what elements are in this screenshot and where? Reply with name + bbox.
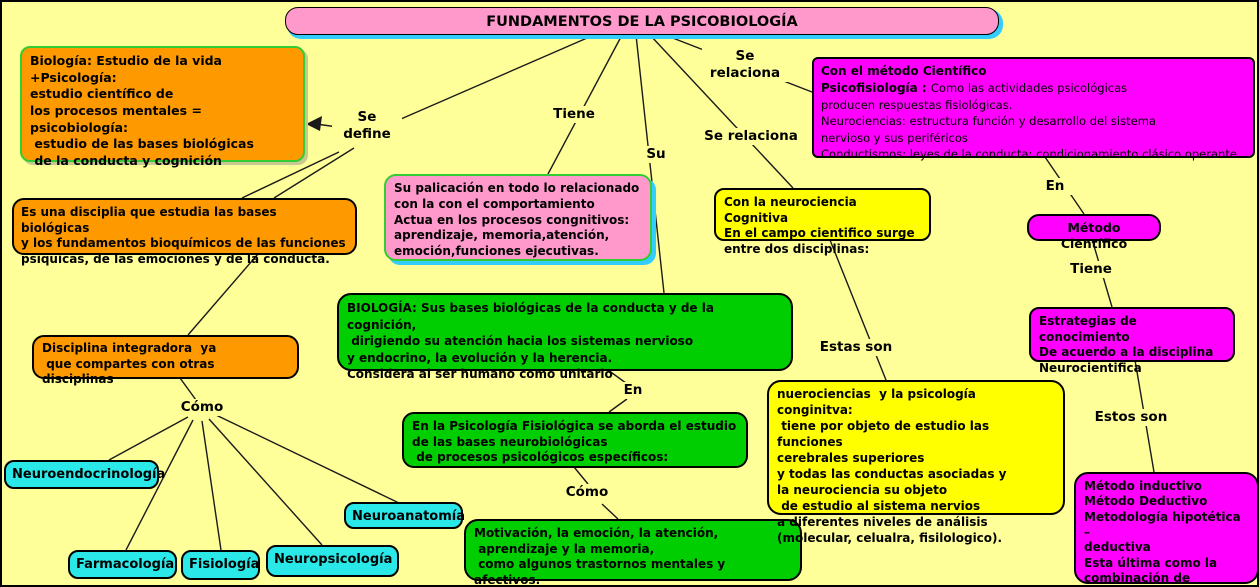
arrowhead-icon: [306, 116, 322, 131]
node-fisiologia[interactable]: Fisiología: [181, 550, 260, 580]
mcinfo-line1: Con el método Científico: [821, 64, 987, 78]
node-estrategias-conocimiento[interactable]: Estrategias de conocimiento De acuerdo a…: [1029, 307, 1235, 375]
link-label-se-relaciona-mid: Se relaciona: [702, 128, 800, 145]
node-neuroendocrinologia[interactable]: Neuroendocrinología: [4, 460, 165, 489]
link-label-se-define: Se define: [332, 109, 402, 143]
node-neurociencia-cognitiva[interactable]: Con la neurociencia Cognitiva En el camp…: [714, 188, 931, 256]
link-label-tiene-top: Tiene: [547, 106, 601, 123]
node-metodo-cientifico[interactable]: Método Científico: [1027, 214, 1161, 251]
link-label-en-right: En: [1038, 178, 1072, 195]
link-label-estos-son: Estos son: [1085, 409, 1177, 426]
node-biologia[interactable]: BIOLOGÍA: Sus bases biológicas de la con…: [337, 293, 793, 381]
link-label-se-relaciona-top: Se relaciona: [702, 48, 788, 82]
node-neuropsicologia[interactable]: Neuropsicología: [266, 545, 399, 577]
node-farmacologia[interactable]: Farmacología: [68, 550, 177, 579]
node-definicion-psicobiologia[interactable]: Biología: Estudio de la vida +Psicología…: [20, 46, 305, 168]
node-neuroanatomia[interactable]: Neuroanatomía: [344, 502, 465, 529]
node-aplicacion[interactable]: Su palicación en todo lo relacionado con…: [384, 174, 652, 261]
link-label-su: Su: [640, 146, 672, 163]
link-label-como-left: Cómo: [174, 399, 230, 416]
link-label-tiene-right: Tiene: [1064, 261, 1118, 278]
node-title[interactable]: FUNDAMENTOS DE LA PSICOBIOLOGÍA: [285, 7, 999, 35]
node-motivacion[interactable]: Motivación, la emoción, la atención, apr…: [464, 519, 802, 585]
mcinfo-rest: producen respuestas fisiológicas. Neuroc…: [821, 98, 1237, 162]
link-label-estas-son: Estas son: [812, 339, 900, 356]
mcinfo-line2-rest: Como las actividades psicológicas: [930, 81, 1128, 96]
node-neurociencias-psicologia-cognitiva[interactable]: nuerociencias y la psicología conginitva…: [767, 380, 1065, 545]
link-label-como-center: Cómo: [559, 484, 615, 501]
link-label-en-center: En: [616, 382, 650, 399]
node-metodos-inductivo-deductivo[interactable]: Método inductivo Método Deductivo Metodo…: [1074, 472, 1257, 585]
node-disciplina-bases-biologicas[interactable]: Es una disciplia que estudia las bases b…: [12, 198, 357, 266]
node-disciplina-integradora[interactable]: Disciplina integradora ya que compartes …: [32, 335, 299, 386]
mcinfo-line2-bold: Psicofisiología :: [821, 81, 931, 96]
node-psicologia-fisiologica[interactable]: En la Psicología Fisiológica se aborda e…: [402, 412, 748, 468]
